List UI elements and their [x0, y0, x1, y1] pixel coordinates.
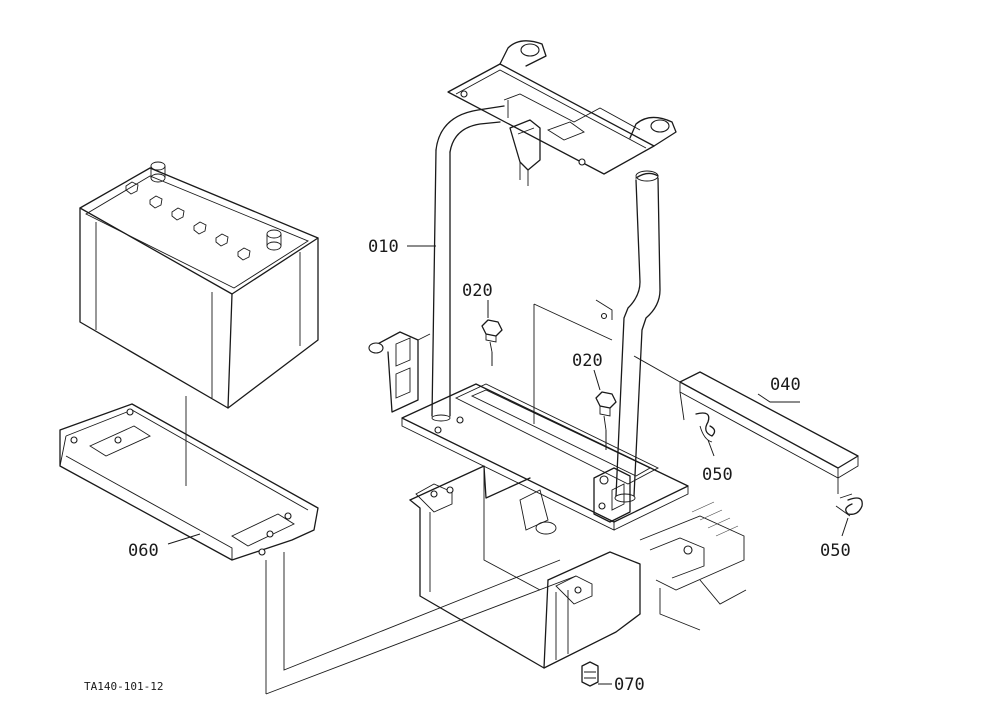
- bolt-upper: [481, 319, 503, 366]
- callout-battery-plate: 060: [128, 541, 159, 561]
- frame: [368, 40, 689, 531]
- spring-pin-right: [835, 493, 863, 517]
- callout-frame: 010: [368, 237, 399, 257]
- bolt-lower: [595, 391, 617, 450]
- battery-plate: [59, 403, 577, 695]
- callout-spring-pin-left: 050: [702, 465, 733, 485]
- leader-lines: [167, 245, 849, 685]
- battery-caps: [125, 181, 251, 261]
- callout-spring-pin-right: 050: [820, 541, 851, 561]
- stay: [633, 355, 859, 494]
- callout-bolt-upper: 020: [462, 281, 493, 301]
- spring-pin-left: [695, 412, 716, 443]
- callout-stay: 040: [770, 375, 801, 395]
- callout-bolt-lower: 020: [572, 351, 603, 371]
- drain-plug: [581, 661, 599, 687]
- battery-terminals: [150, 161, 282, 251]
- reference-code: TA140-101-12: [84, 680, 163, 693]
- callout-drain-plug: 070: [614, 675, 645, 695]
- tank-assembly: [409, 465, 747, 669]
